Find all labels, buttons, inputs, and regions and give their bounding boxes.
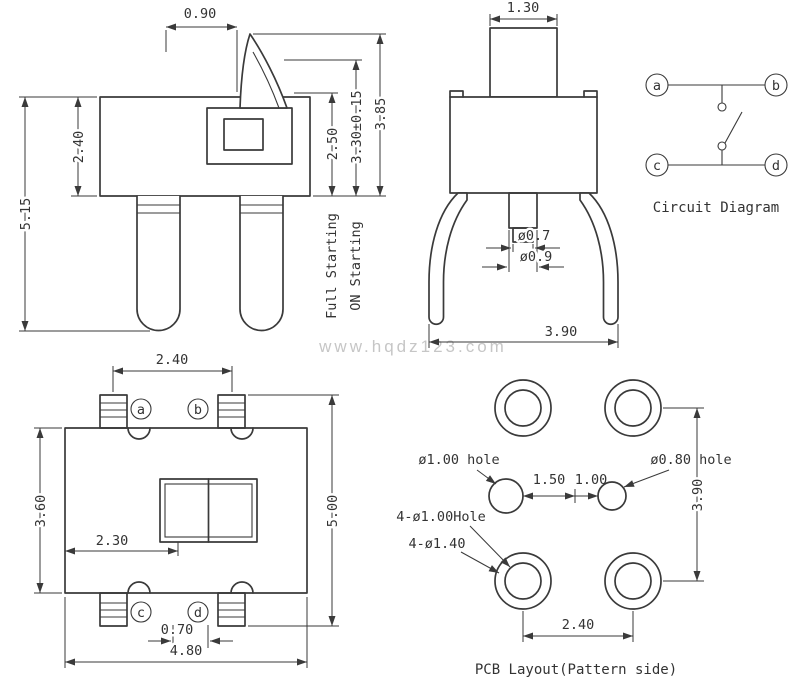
- pcb-caption: PCB Layout(Pattern side): [475, 662, 677, 678]
- pin-a: [99, 394, 128, 429]
- dim-lever-travel: 0.90: [184, 6, 217, 22]
- circuit-caption: Circuit Diagram: [653, 200, 779, 216]
- dim-stem-tip: ø0.7: [518, 228, 551, 244]
- right-leg: [239, 195, 284, 332]
- stem-tip-outline: [512, 227, 534, 243]
- top-view: a b c d 2.40 3.60 5.00 2.30 0.70: [31, 352, 344, 668]
- top-terminal-c-label: c: [137, 605, 145, 621]
- terminal-d-circle: [764, 153, 788, 177]
- lever-slot: [223, 118, 264, 151]
- lever-opening: [206, 107, 293, 165]
- pin-b: [217, 394, 246, 429]
- front-left-leg: [428, 192, 468, 326]
- dim-leg-span: 3.90: [545, 324, 578, 340]
- dim-on-height: 3.30±0.15: [349, 90, 365, 163]
- pcb-layout: 1.50 1.00 ø1.00 hole ø0.80 hole 4-ø1.00H…: [396, 379, 732, 678]
- top-terminal-b-label: b: [194, 402, 202, 418]
- top-terminal-d-label: d: [194, 605, 202, 621]
- switch-blade: [724, 111, 743, 144]
- label-hole-large: ø1.00 hole: [418, 452, 499, 468]
- terminal-b-label: b: [772, 78, 780, 94]
- dim-free-height: 3.85: [373, 98, 389, 131]
- terminal-c-circle: [645, 153, 669, 177]
- label-hole-small: ø0.80 hole: [650, 452, 731, 468]
- terminal-c-label: c: [653, 158, 661, 174]
- terminal-d-label: d: [772, 158, 780, 174]
- top-terminal-a-circle: [130, 398, 152, 420]
- dim-notch-width: 0.70: [161, 622, 194, 638]
- dim-overall-depth: 5.00: [325, 495, 341, 528]
- label-full-starting: Full Starting: [324, 213, 340, 319]
- pad-bottom-right: [604, 552, 662, 610]
- terminal-b-circle: [764, 73, 788, 97]
- top-terminal-a-label: a: [137, 402, 145, 418]
- top-terminal-b-circle: [187, 398, 209, 420]
- stem-outline: [508, 192, 538, 229]
- dim-body-depth: 3.60: [33, 495, 49, 528]
- contact-lower: [717, 141, 727, 151]
- dim-hole-gap-right: 1.00: [575, 472, 608, 488]
- hole-large: [488, 478, 524, 514]
- pad-top-left: [494, 379, 552, 437]
- dim-body-width: 4.80: [170, 643, 203, 659]
- switch-body-outline: [99, 96, 311, 197]
- dim-button-width: 1.30: [507, 0, 540, 16]
- dim-hole-gap-left: 1.50: [533, 472, 566, 488]
- label-on-starting: ON Starting: [348, 221, 364, 310]
- top-terminal-c-circle: [130, 601, 152, 623]
- label-pads: 4-ø1.40: [409, 536, 466, 552]
- left-leg: [136, 195, 181, 332]
- terminal-a-label: a: [653, 78, 661, 94]
- dim-body-height: 2.40: [71, 131, 87, 164]
- side-view: 0.90 2.40 5.15 2.50 3.30±0.15 3.85 Full …: [16, 6, 392, 332]
- dim-pad-pitch-v: 3.90: [690, 479, 706, 512]
- top-view-body: [64, 427, 308, 594]
- pad-bottom-left: [494, 552, 552, 610]
- watermark-text: www.hqdz123.com: [318, 337, 507, 356]
- contact-upper: [717, 102, 727, 112]
- dim-total-height: 5.15: [18, 198, 34, 231]
- terminal-a-circle: [645, 73, 669, 97]
- front-view: 1.30 ø0.7 ø0.9 3.90: [428, 0, 619, 348]
- lever-inner-line: [252, 51, 280, 109]
- top-terminal-d-circle: [187, 601, 209, 623]
- pad-top-right: [604, 379, 662, 437]
- button-outline: [489, 27, 558, 98]
- front-right-leg: [579, 192, 619, 326]
- dim-full-height: 2.50: [325, 128, 341, 161]
- dim-stem: ø0.9: [520, 249, 553, 265]
- circuit-diagram: a b c d Circuit Diagram: [645, 73, 788, 216]
- dim-pin-pitch: 2.40: [156, 352, 189, 368]
- front-body-outline: [449, 96, 598, 194]
- dim-pad-pitch-h: 2.40: [562, 617, 595, 633]
- dim-slider-offset: 2.30: [96, 533, 129, 549]
- label-pad-holes: 4-ø1.00Hole: [396, 509, 485, 525]
